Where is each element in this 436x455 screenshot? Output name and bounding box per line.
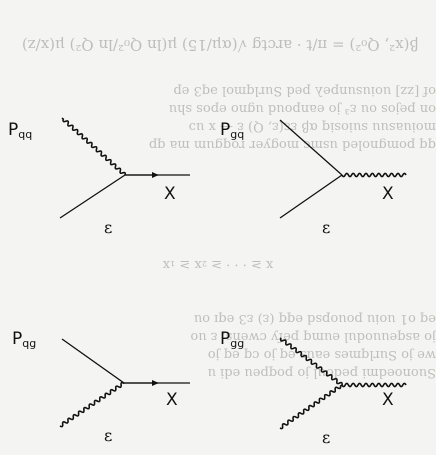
outgoing-x-label: X [164, 184, 176, 204]
splitting-label-pqq: Pqq [8, 120, 33, 141]
splitting-label-pqg: Pqg [12, 329, 37, 350]
incoming-quark-line [59, 174, 126, 219]
incoming-epsilon-label: ε [104, 426, 113, 445]
outgoing-gluon-line [341, 172, 407, 178]
outgoing-x-label: X [382, 184, 394, 204]
splitting-label-pgq: Pgq [220, 120, 245, 141]
outgoing-x-label: X [382, 390, 394, 410]
diagram-pgg [279, 337, 407, 430]
incoming-epsilon-label: ε [322, 218, 331, 237]
outgoing-x-label: X [166, 390, 178, 410]
incoming-gluon-line [59, 381, 125, 428]
emitted-gluon-line [61, 117, 127, 176]
diagram-pgq [279, 119, 407, 219]
diagram-pqg [59, 338, 190, 428]
diagram-pqq [59, 117, 190, 219]
incoming-epsilon-label: ε [322, 428, 331, 447]
emitted-antiquark-line [61, 338, 125, 384]
incoming-gluon-line [279, 384, 343, 430]
emitted-quark-line [279, 119, 343, 176]
incoming-quark-line [279, 174, 343, 219]
splitting-label-pgg: Pgg [220, 329, 245, 350]
outgoing-gluon-line [341, 382, 407, 388]
incoming-epsilon-label: ε [104, 218, 113, 237]
emitted-gluon-line [279, 337, 343, 386]
